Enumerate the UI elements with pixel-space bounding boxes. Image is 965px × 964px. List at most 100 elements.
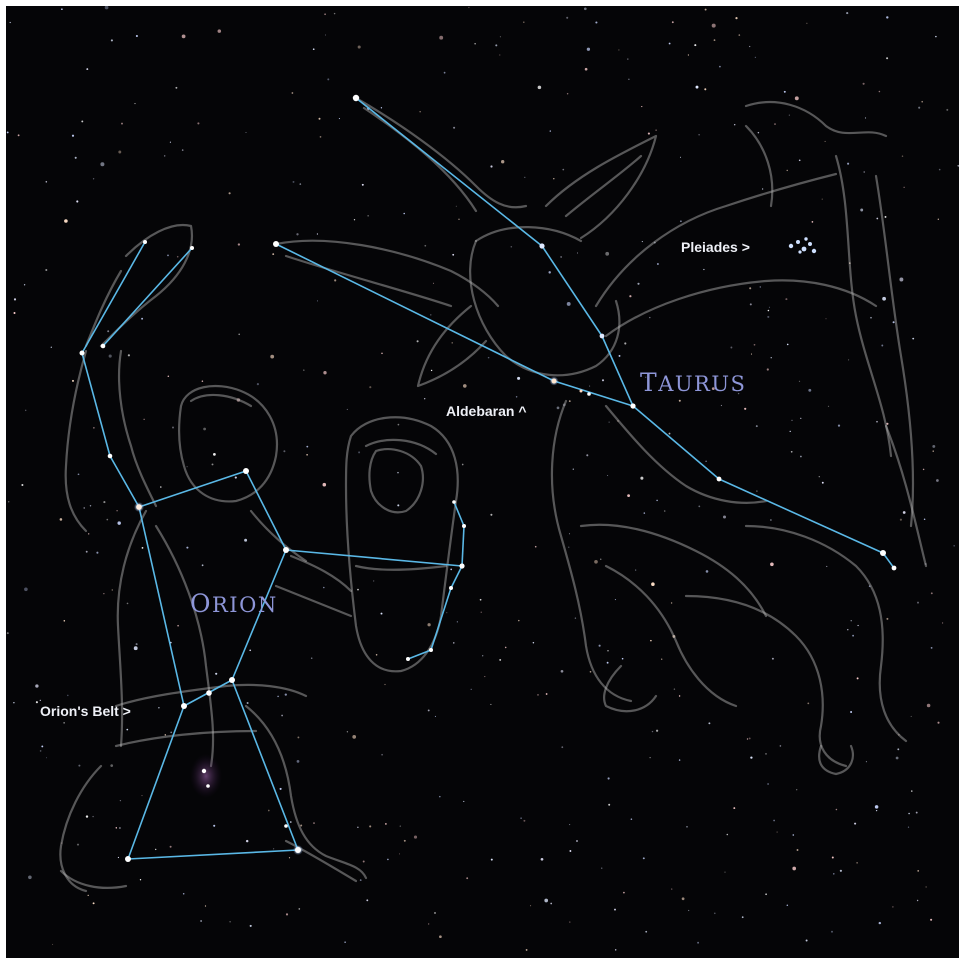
background-star-icon bbox=[399, 825, 401, 827]
background-star-icon bbox=[607, 650, 609, 652]
background-star-icon bbox=[86, 68, 89, 71]
background-star-icon bbox=[757, 131, 760, 134]
background-star-icon bbox=[726, 833, 729, 836]
background-star-icon bbox=[413, 835, 418, 839]
background-star-icon bbox=[681, 897, 685, 901]
background-star-icon bbox=[735, 17, 738, 20]
background-star-icon bbox=[64, 219, 68, 223]
star-map: Pleiades > Aldebaran ^ Orion's Belt > TA… bbox=[6, 6, 959, 958]
orion-figure-icon bbox=[59, 223, 459, 893]
background-star-icon bbox=[553, 177, 555, 180]
background-star-icon bbox=[537, 85, 542, 90]
background-star-icon bbox=[432, 282, 435, 284]
aldebaran-label: Aldebaran ^ bbox=[446, 403, 527, 419]
background-star-icon bbox=[865, 761, 867, 763]
background-star-icon bbox=[645, 930, 648, 933]
background-star-icon bbox=[523, 21, 525, 23]
background-star-icon bbox=[601, 867, 603, 869]
background-star-icon bbox=[6, 131, 9, 134]
background-star-icon bbox=[608, 803, 611, 806]
background-star-icon bbox=[143, 418, 145, 420]
taurus-name: TAURUS bbox=[640, 368, 746, 397]
background-star-icon bbox=[373, 580, 375, 582]
background-star-icon bbox=[352, 735, 357, 739]
background-star-icon bbox=[312, 48, 315, 51]
background-star-icon bbox=[118, 150, 122, 154]
background-star-icon bbox=[790, 450, 793, 453]
background-star-icon bbox=[750, 756, 753, 759]
star-icon bbox=[136, 504, 142, 510]
background-star-icon bbox=[899, 277, 904, 282]
background-star-icon bbox=[766, 368, 769, 371]
background-star-icon bbox=[357, 826, 359, 828]
background-star-icon bbox=[881, 344, 884, 347]
background-star-icon bbox=[773, 819, 775, 822]
background-star-icon bbox=[480, 611, 482, 613]
star-icon bbox=[206, 784, 210, 788]
background-star-icon bbox=[490, 703, 492, 705]
background-star-icon bbox=[518, 619, 520, 622]
background-star-icon bbox=[892, 321, 895, 324]
background-star-icon bbox=[213, 453, 216, 456]
star-icon bbox=[462, 524, 466, 528]
background-star-icon bbox=[848, 359, 850, 361]
background-star-icon bbox=[915, 811, 918, 814]
background-star-icon bbox=[671, 21, 674, 24]
background-star-icon bbox=[678, 399, 681, 402]
background-star-icon bbox=[714, 912, 716, 915]
background-star-icon bbox=[403, 839, 406, 842]
background-star-icon bbox=[569, 824, 571, 826]
background-star-icon bbox=[61, 842, 63, 844]
background-star-icon bbox=[361, 183, 364, 186]
background-star-icon bbox=[796, 849, 799, 851]
background-star-icon bbox=[77, 473, 80, 476]
background-star-icon bbox=[698, 505, 701, 508]
background-star-icon bbox=[171, 426, 175, 429]
background-star-icon bbox=[213, 824, 216, 827]
background-star-icon bbox=[283, 450, 286, 453]
star-icon bbox=[630, 403, 636, 409]
background-star-icon bbox=[673, 688, 676, 690]
background-star-icon bbox=[367, 215, 369, 217]
background-star-icon bbox=[868, 585, 871, 588]
pleiades-cluster-icon bbox=[788, 237, 817, 254]
background-star-icon bbox=[13, 702, 15, 704]
background-star-icon bbox=[886, 422, 889, 425]
background-star-icon bbox=[668, 432, 671, 435]
background-star-icon bbox=[13, 298, 17, 301]
background-star-icon bbox=[785, 298, 788, 301]
orion-lines bbox=[81, 241, 465, 860]
star-icon bbox=[587, 392, 591, 396]
background-star-icon bbox=[733, 123, 736, 126]
background-star-icon bbox=[653, 241, 656, 244]
background-star-icon bbox=[824, 140, 826, 142]
background-star-icon bbox=[17, 134, 20, 137]
background-star-icon bbox=[808, 388, 812, 392]
background-star-icon bbox=[921, 100, 923, 103]
background-star-icon bbox=[568, 400, 571, 402]
background-star-icon bbox=[911, 790, 913, 792]
background-star-icon bbox=[882, 296, 886, 301]
background-star-icon bbox=[568, 546, 570, 548]
background-star-icon bbox=[346, 731, 349, 733]
background-star-icon bbox=[833, 873, 835, 875]
background-star-icon bbox=[288, 857, 291, 859]
background-star-icon bbox=[661, 658, 663, 660]
background-star-icon bbox=[458, 218, 460, 220]
background-star-icon bbox=[430, 369, 433, 372]
background-star-icon bbox=[100, 162, 105, 167]
background-star-icon bbox=[39, 699, 41, 702]
star-icon bbox=[716, 476, 722, 482]
background-star-icon bbox=[357, 45, 361, 49]
background-star-icon bbox=[41, 745, 44, 748]
background-star-icon bbox=[381, 753, 383, 756]
background-star-icon bbox=[126, 602, 129, 605]
background-star-icon bbox=[576, 252, 579, 254]
background-star-icon bbox=[562, 403, 566, 407]
background-star-icon bbox=[737, 392, 740, 395]
background-star-icon bbox=[850, 711, 853, 713]
background-star-icon bbox=[186, 546, 189, 549]
background-star-icon bbox=[847, 629, 849, 631]
background-star-icon bbox=[576, 840, 578, 842]
background-star-icon bbox=[229, 921, 231, 923]
